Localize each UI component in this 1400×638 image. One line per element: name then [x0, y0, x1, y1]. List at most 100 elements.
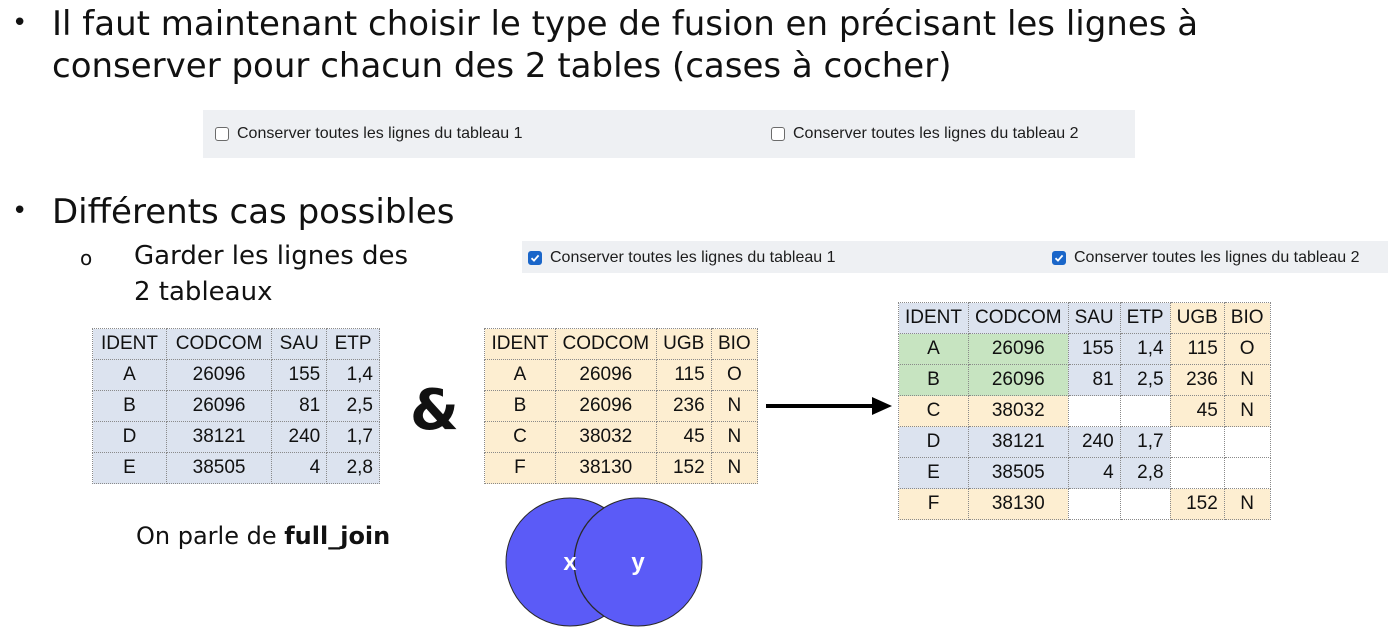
table-cell: 115 — [1169, 333, 1225, 365]
table-cell: 26096 — [968, 333, 1069, 365]
ampersand: & — [410, 378, 459, 443]
checkbox-box[interactable] — [771, 127, 785, 141]
column-header: BIO — [1223, 302, 1271, 334]
table-cell: 152 — [655, 452, 712, 484]
keep-all-rows-table2-checkbox[interactable]: Conserver toutes les lignes du tableau 2 — [771, 125, 1079, 143]
checkbox-box[interactable] — [528, 251, 542, 265]
table-cell: 38121 — [165, 421, 273, 453]
table-cell: 236 — [1169, 364, 1225, 396]
column-header: UGB — [1169, 302, 1225, 334]
case-description-line-2: 2 tableaux — [134, 277, 273, 307]
table-cell: 155 — [1067, 333, 1121, 365]
intro-line-1: Il faut maintenant choisir le type de fu… — [52, 4, 1199, 44]
table-cell: 38130 — [554, 452, 657, 484]
table-cell: 26096 — [165, 359, 273, 391]
column-header: IDENT — [92, 328, 167, 360]
table-cell: 4 — [271, 452, 328, 484]
table-cell — [1119, 395, 1171, 427]
column-header: CODCOM — [165, 328, 273, 360]
table-cell: 26096 — [165, 390, 273, 422]
table-cell: A — [92, 359, 167, 391]
table-cell: 38130 — [968, 488, 1069, 520]
table-cell: A — [898, 333, 969, 365]
table-cell: 81 — [1067, 364, 1121, 396]
table-cell: C — [898, 395, 969, 427]
table-cell: O — [710, 359, 759, 391]
cases-bullet: • — [12, 196, 28, 226]
table-cell: 2,8 — [1119, 457, 1171, 489]
table-cell: 38505 — [165, 452, 273, 484]
table-cell: 26096 — [554, 359, 657, 391]
table-cell: N — [710, 421, 759, 453]
checkbox-box[interactable] — [1052, 251, 1066, 265]
table-cell: 1,7 — [326, 421, 380, 453]
table-cell — [1067, 395, 1121, 427]
sub-bullet: o — [80, 246, 93, 270]
table-cell: B — [92, 390, 167, 422]
join-type-keyword: full_join — [284, 522, 391, 550]
table-cell: D — [92, 421, 167, 453]
checkbox-label: Conserver toutes les lignes du tableau 2 — [1074, 249, 1360, 266]
table-cell: F — [484, 452, 556, 484]
table-cell — [1169, 426, 1225, 458]
table-cell — [1223, 426, 1271, 458]
table-cell — [1119, 488, 1171, 520]
keep-all-rows-table1-checkbox-checked[interactable]: Conserver toutes les lignes du tableau 1 — [528, 249, 836, 267]
table-cell: D — [898, 426, 969, 458]
join-caption: On parle de full_join — [136, 522, 390, 550]
keep-all-rows-table1-checkbox[interactable]: Conserver toutes les lignes du tableau 1 — [215, 125, 523, 143]
checkbox-label: Conserver toutes les lignes du tableau 1 — [237, 125, 523, 142]
venn-label-y: y — [631, 549, 645, 576]
arrow-right-icon — [766, 397, 892, 415]
checkbox-label: Conserver toutes les lignes du tableau 2 — [793, 125, 1079, 142]
table-cell: N — [1223, 488, 1271, 520]
intro-line-2: conserver pour chacun des 2 tables (case… — [52, 46, 952, 86]
cases-title: Différents cas possibles — [52, 192, 455, 232]
table-cell: N — [1223, 364, 1271, 396]
table-cell: 26096 — [554, 390, 657, 422]
column-header: IDENT — [898, 302, 969, 334]
column-header: BIO — [710, 328, 759, 360]
caption-prefix: On parle de — [136, 522, 285, 550]
table-cell: 45 — [655, 421, 712, 453]
case-description-line-1: Garder les lignes des — [134, 241, 409, 271]
venn-label-x: x — [563, 549, 577, 576]
table-cell: 38032 — [554, 421, 657, 453]
merge-options-bar-full-join: Conserver toutes les lignes du tableau 1… — [522, 241, 1388, 273]
merge-options-bar-top: Conserver toutes les lignes du tableau 1… — [203, 110, 1135, 158]
column-header: SAU — [1067, 302, 1121, 334]
table-cell: 26096 — [968, 364, 1069, 396]
table-cell: C — [484, 421, 556, 453]
column-header: CODCOM — [968, 302, 1069, 334]
column-header: CODCOM — [554, 328, 657, 360]
table-cell: 2,5 — [1119, 364, 1171, 396]
checkbox-box[interactable] — [215, 127, 229, 141]
checkbox-label: Conserver toutes les lignes du tableau 1 — [550, 249, 836, 266]
table-cell: 152 — [1169, 488, 1225, 520]
table-cell: 45 — [1169, 395, 1225, 427]
table-cell: N — [1223, 395, 1271, 427]
table-cell: 155 — [271, 359, 328, 391]
table-cell: 236 — [655, 390, 712, 422]
table-cell: 1,7 — [1119, 426, 1171, 458]
table-cell — [1067, 488, 1121, 520]
column-header: ETP — [1119, 302, 1171, 334]
keep-all-rows-table2-checkbox-checked[interactable]: Conserver toutes les lignes du tableau 2 — [1052, 249, 1360, 267]
table-cell: 1,4 — [326, 359, 380, 391]
column-header: UGB — [655, 328, 712, 360]
table-cell: 4 — [1067, 457, 1121, 489]
